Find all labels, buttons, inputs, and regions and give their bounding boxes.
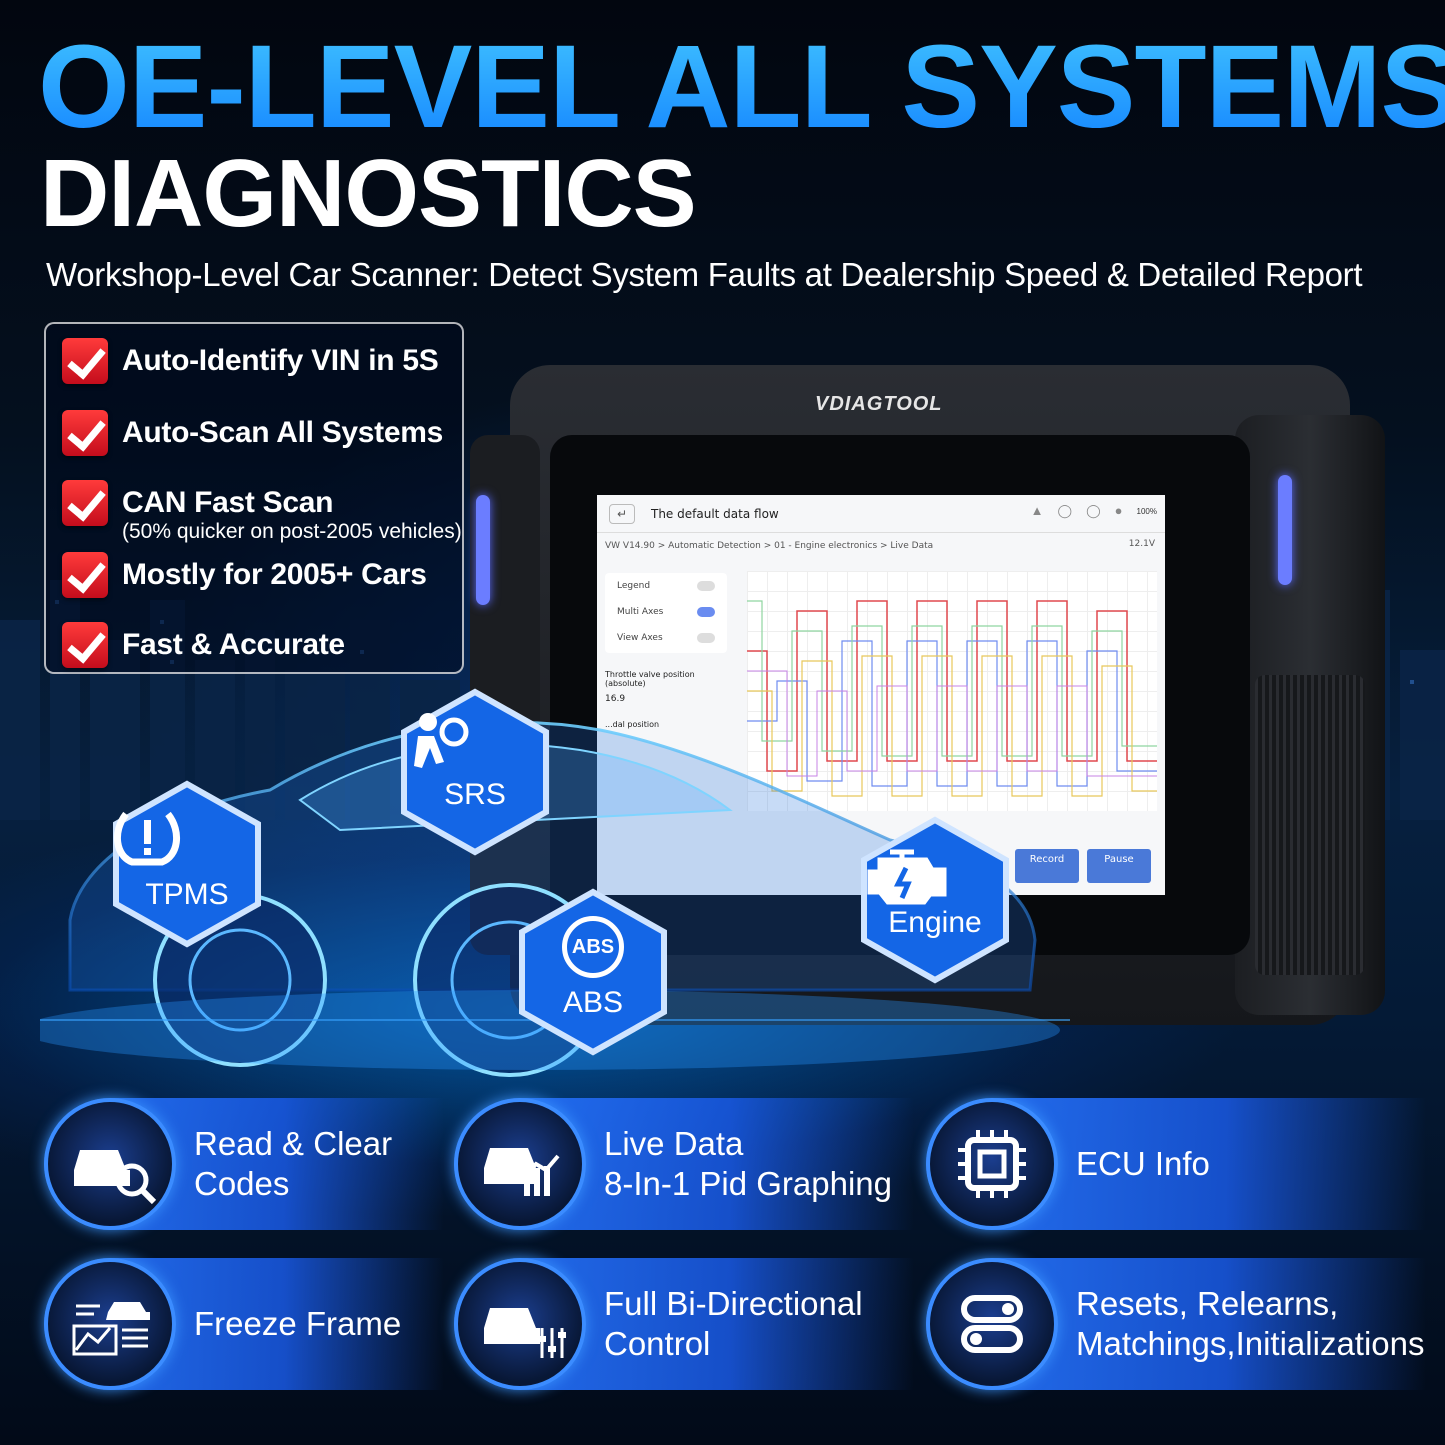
voltage-readout: 12.1V (1128, 539, 1155, 549)
checkmark-icon (62, 338, 108, 384)
chip-icon (926, 1098, 1058, 1230)
back-icon[interactable]: ↵ (609, 503, 635, 524)
graph-options: Legend Multi Axes View Axes (605, 573, 727, 653)
pid-value: 16.9 (605, 694, 626, 704)
pid-name: Throttle valve position (absolute) (605, 670, 695, 688)
feature-item: Auto-Scan All Systems (62, 410, 443, 456)
scanner-device: VDIAGTOOL ↵ The default data flow ▲ ◯ ◯ … (470, 345, 1385, 1035)
record-button[interactable]: Record (1015, 849, 1079, 883)
tpms-label: TPMS (145, 878, 229, 911)
feature-label: Auto-Scan All Systems (122, 416, 444, 449)
function-label: Resets, Relearns, (1076, 1285, 1339, 1322)
battery-status: 100% (1136, 507, 1157, 516)
feature-label: Auto-Identify VIN in 5S (122, 344, 439, 377)
tagline: Workshop-Level Car Scanner: Detect Syste… (46, 256, 1363, 293)
engine-label: Engine (888, 906, 982, 939)
abs-icon: ABS (518, 916, 668, 978)
srs-label: SRS (444, 778, 506, 811)
checkmark-icon (62, 552, 108, 598)
pid-list: Throttle valve position (absolute) 16.9 … (605, 670, 731, 729)
car-icon[interactable]: ▲ (1030, 503, 1044, 518)
checkmark-icon (62, 622, 108, 668)
headline-subtitle: DIAGNOSTICS (40, 140, 697, 247)
toggle-icon (926, 1258, 1058, 1390)
freeze-frame-icon (44, 1258, 176, 1390)
live-data-graph (747, 571, 1157, 811)
pause-button[interactable]: Pause (1087, 849, 1151, 883)
info-icon[interactable]: ◯ (1086, 503, 1101, 518)
toggle[interactable] (697, 607, 715, 617)
pid-name: ...dal position (605, 720, 660, 729)
device-screen: ↵ The default data flow ▲ ◯ ◯ ● 100% VW … (597, 495, 1165, 895)
abs-badge: ABS ABS (518, 888, 668, 1056)
car-graph-icon (454, 1098, 586, 1230)
function-label: Matchings,Initializations (1076, 1325, 1425, 1362)
graph-lines (747, 600, 1157, 797)
toggle[interactable] (697, 581, 715, 591)
feature-item: Fast & Accurate (62, 622, 345, 668)
tpms-badge: TPMS (112, 780, 262, 948)
function-label: 8-In-1 Pid Graphing (604, 1165, 892, 1202)
feature-item: CAN Fast Scan (62, 480, 333, 526)
feature-label: Fast & Accurate (122, 628, 345, 661)
option-legend[interactable]: Legend (605, 573, 727, 599)
feature-item: Auto-Identify VIN in 5S (62, 338, 439, 384)
checkmark-icon (62, 480, 108, 526)
function-label: Control (604, 1325, 711, 1362)
car-search-icon (44, 1098, 176, 1230)
car-control-icon (454, 1258, 586, 1390)
breadcrumb: VW V14.90 > Automatic Detection > 01 - E… (605, 541, 934, 551)
function-label: Codes (194, 1165, 290, 1202)
srs-badge: SRS (400, 688, 550, 856)
grip-texture (1255, 675, 1365, 975)
feature-item: Mostly for 2005+ Cars (62, 552, 427, 598)
help-icon[interactable]: ◯ (1057, 503, 1073, 518)
function-label: Live Data (604, 1125, 744, 1162)
function-label: Freeze Frame (194, 1305, 402, 1342)
function-resets: Resets, Relearns,Matchings,Initializatio… (926, 1258, 1426, 1390)
function-label: ECU Info (1076, 1145, 1210, 1182)
feature-label: CAN Fast Scan (122, 486, 334, 519)
feature-label: Mostly for 2005+ Cars (122, 558, 427, 591)
engine-badge: Engine (860, 816, 1010, 984)
feature-checklist: Auto-Identify VIN in 5S Auto-Scan All Sy… (44, 322, 464, 674)
toggle[interactable] (697, 633, 715, 643)
abs-label: ABS (562, 986, 624, 1019)
feature-note: (50% quicker on post-2005 vehicles) (122, 520, 462, 543)
function-freeze-frame: Freeze Frame (44, 1258, 444, 1390)
screen-header: ↵ The default data flow (597, 495, 1165, 533)
checkmark-icon (62, 410, 108, 456)
indicator-light (476, 495, 490, 605)
function-ecu-info: ECU Info (926, 1098, 1426, 1230)
function-label: Read & Clear (194, 1125, 393, 1162)
globe-icon[interactable]: ● (1114, 503, 1123, 518)
option-view-axes[interactable]: View Axes (605, 625, 727, 651)
option-multi-axes[interactable]: Multi Axes (605, 599, 727, 625)
device-right-bumper (1235, 415, 1385, 1015)
function-label: Full Bi-Directional (604, 1285, 863, 1322)
headline-title: OE-LEVEL ALL SYSTEMS (38, 28, 1445, 146)
screen-toolbar: ▲ ◯ ◯ ● 100% (1031, 503, 1157, 519)
brand-logo: VDIAGTOOL (815, 393, 943, 415)
indicator-light (1278, 475, 1292, 585)
screen-title: The default data flow (651, 506, 779, 521)
